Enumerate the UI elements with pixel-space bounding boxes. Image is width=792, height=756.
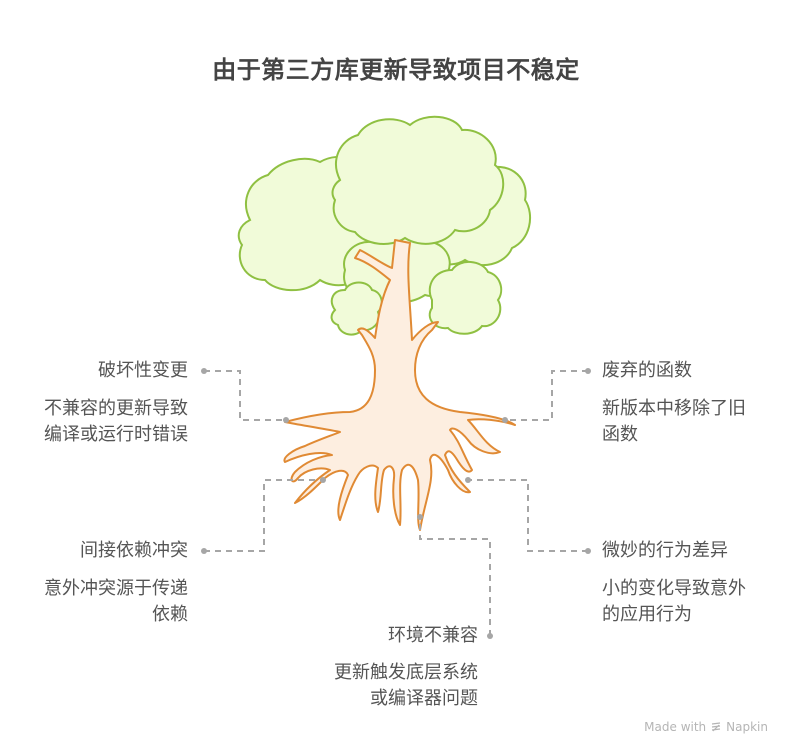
connector-dots — [201, 368, 591, 639]
tree-canopy — [237, 115, 532, 336]
description-line: 新版本中移除了旧 — [602, 398, 746, 419]
napkin-logo-icon — [712, 722, 721, 732]
description-line: 的应用行为 — [602, 604, 692, 625]
description-line: 编译或运行时错误 — [44, 424, 188, 445]
diagram-title: 由于第三方库更新导致项目不稳定 — [212, 56, 580, 84]
footer-brand: Napkin — [726, 720, 768, 734]
description-line: 或编译器问题 — [370, 688, 478, 709]
item-description-subtle-behavior: 小的变化导致意外 的应用行为 — [602, 576, 746, 628]
description-line: 不兼容的更新导致 — [44, 398, 188, 419]
description-line: 更新触发底层系统 — [334, 662, 478, 683]
footer-text: Made with — [644, 720, 707, 734]
connectors — [204, 370, 588, 636]
item-label-transitive-conflicts: 间接依赖冲突 — [80, 540, 188, 561]
description-line: 依赖 — [152, 604, 188, 625]
description-line: 小的变化导致意外 — [602, 578, 746, 599]
description-line: 函数 — [602, 424, 638, 445]
description-line: 意外冲突源于传递 — [44, 578, 188, 599]
item-label-deprecated-functions: 废弃的函数 — [602, 360, 692, 381]
item-label-breaking-changes: 破坏性变更 — [98, 360, 188, 381]
item-description-transitive-conflicts: 意外冲突源于传递 依赖 — [44, 576, 188, 628]
item-description-breaking-changes: 不兼容的更新导致 编译或运行时错误 — [44, 396, 188, 448]
item-label-subtle-behavior: 微妙的行为差异 — [602, 540, 728, 561]
item-description-deprecated-functions: 新版本中移除了旧 函数 — [602, 396, 746, 448]
footer-attribution: Made with Napkin — [644, 720, 768, 734]
item-description-env-incompatibility: 更新触发底层系统 或编译器问题 — [334, 660, 478, 712]
item-label-env-incompatibility: 环境不兼容 — [388, 625, 478, 646]
